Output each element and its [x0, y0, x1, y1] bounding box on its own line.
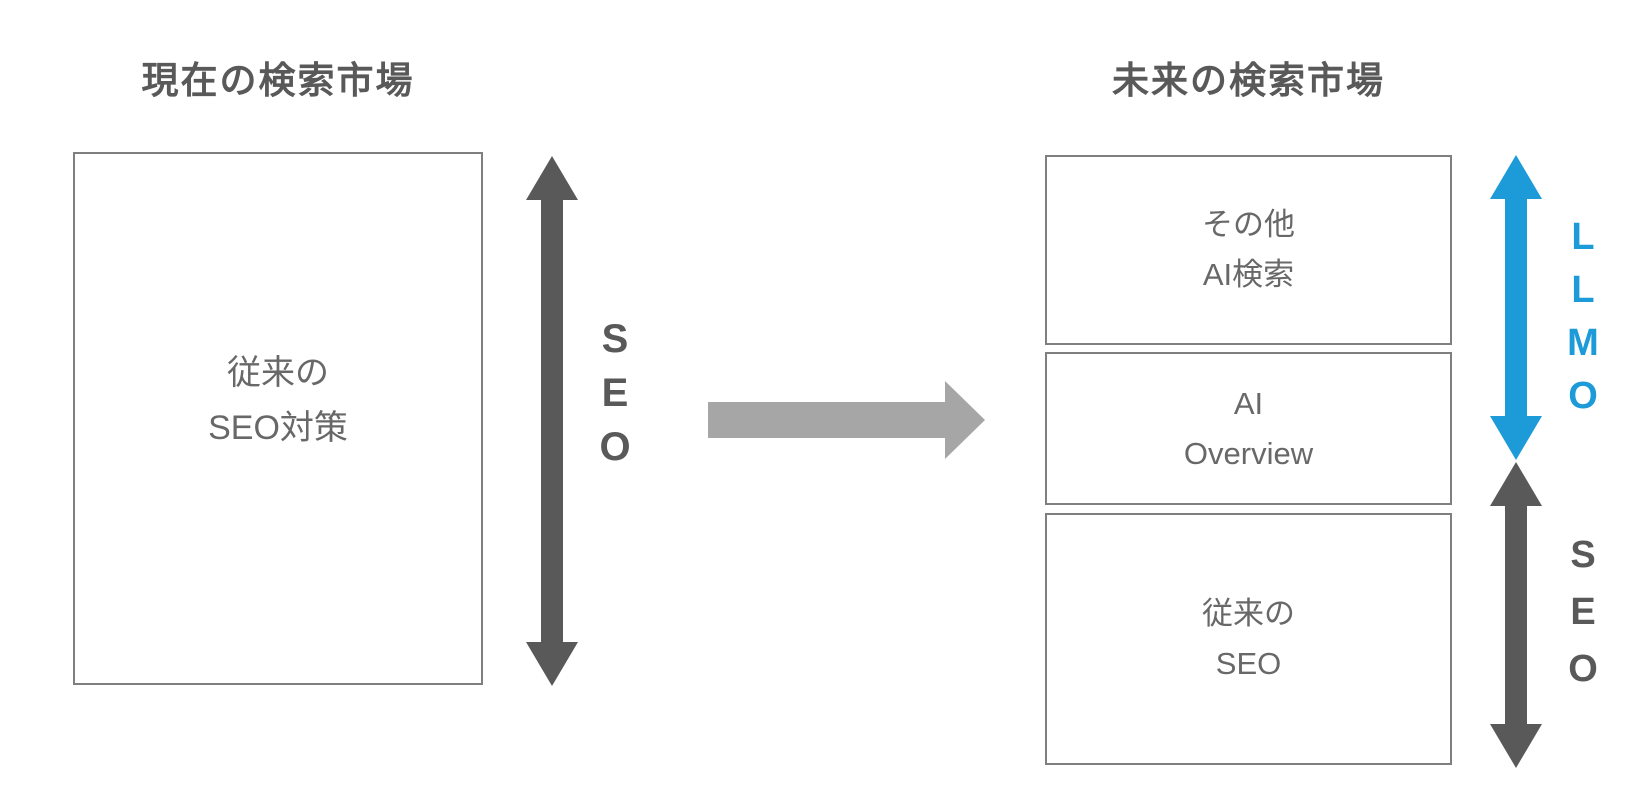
transition-right-arrow-icon: [708, 381, 985, 459]
current-market-title: 現在の検索市場: [141, 60, 415, 101]
current-seo-range-double-arrow-icon: [526, 156, 578, 686]
future-seo-range-double-arrow-icon: [1490, 462, 1542, 768]
other-ai-search-label: その他 AI検索: [1202, 207, 1295, 292]
traditional-seo-label: 従来の SEO: [1202, 596, 1295, 681]
current-seo-arrow-label: S E O: [599, 317, 631, 469]
future-market-title: 未来の検索市場: [1112, 60, 1385, 101]
future-seo-arrow-label: S E O: [1568, 534, 1598, 690]
future-market-box-traditional-seo: 従来の SEO: [1045, 513, 1452, 765]
current-market-box: 従来の SEO対策: [73, 152, 483, 685]
future-market-box-ai-overview: AI Overview: [1045, 352, 1452, 505]
future-seo-range-double-arrow-shape: [1490, 462, 1542, 768]
current-seo-range-double-arrow-shape: [526, 156, 578, 686]
ai-overview-label: AI Overview: [1183, 385, 1314, 471]
future-market-box-other-ai-search: その他 AI検索: [1045, 155, 1452, 345]
transition-right-arrow-shape: [708, 381, 985, 459]
llmo-range-double-arrow-shape: [1490, 155, 1542, 460]
current-market-box-label: 従来の SEO対策: [208, 354, 348, 447]
llmo-arrow-label: L L M O: [1567, 216, 1599, 417]
llmo-range-double-arrow-icon: [1490, 155, 1542, 460]
